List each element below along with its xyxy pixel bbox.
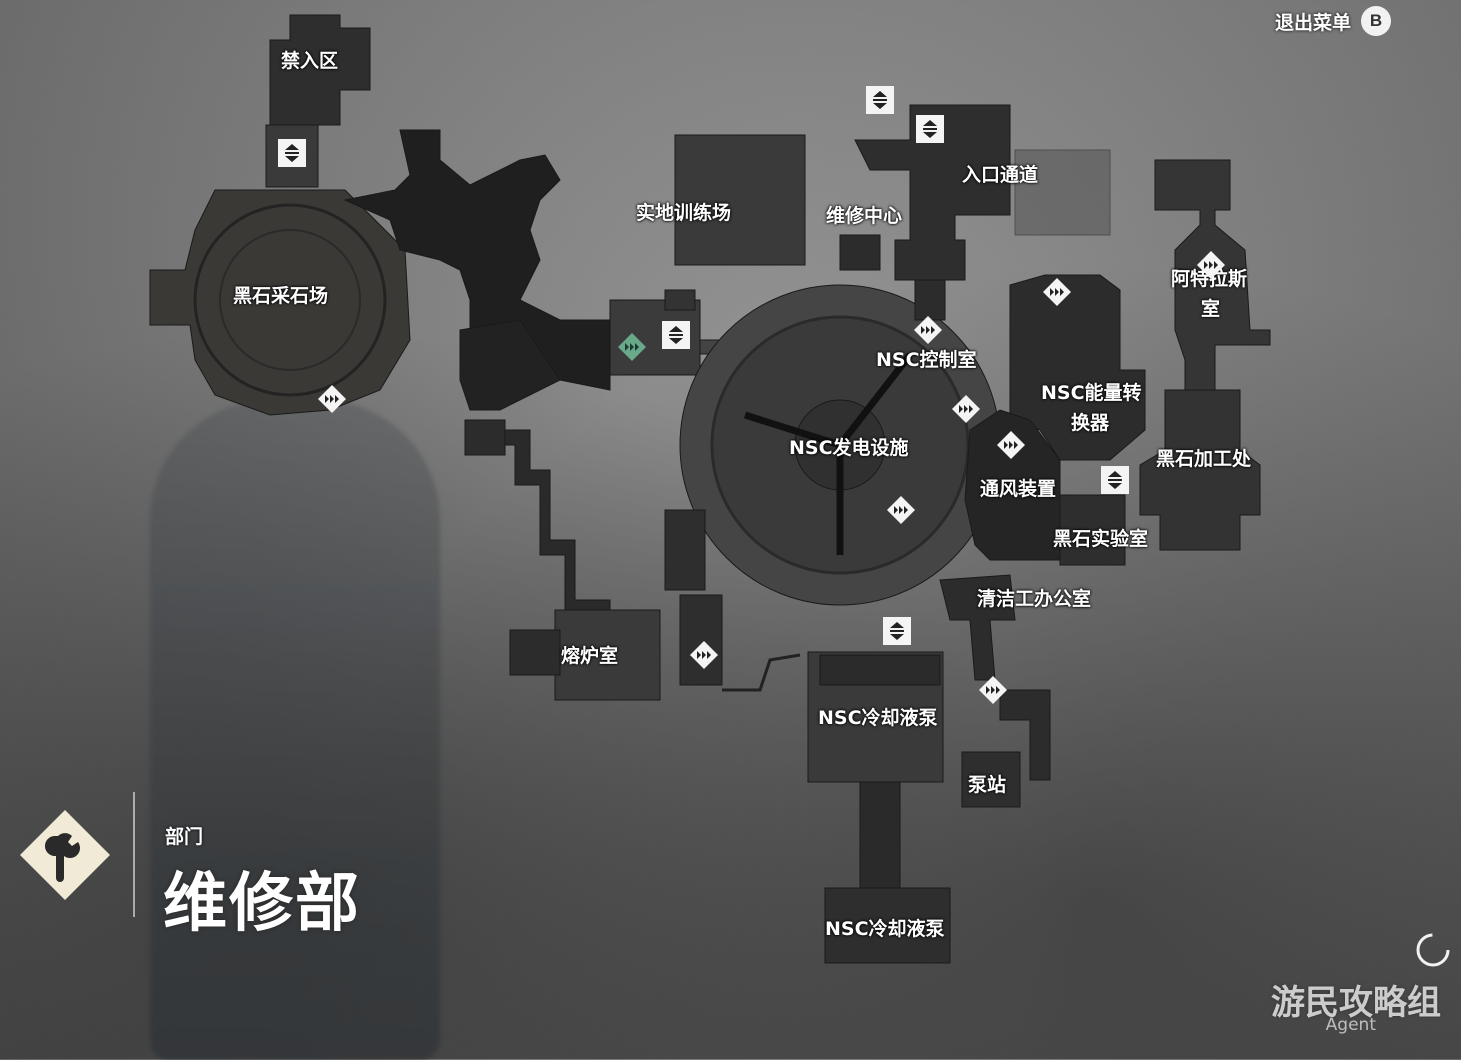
- watermark-logo: 游民攻略组: [1271, 983, 1441, 1023]
- department-divider: [133, 792, 135, 917]
- corridor-furnace: [464, 419, 506, 456]
- label-field-training: 实地训练场: [636, 202, 732, 224]
- exit-menu-button[interactable]: 退出菜单 B: [1275, 6, 1391, 36]
- room-entrance-corridor: [1014, 149, 1111, 236]
- cave-passage: [343, 129, 611, 391]
- label-nsc-power-plant: NSC发电设施: [789, 437, 909, 459]
- door-marker-icon[interactable]: [913, 315, 943, 345]
- room-blackrock-processing: [1139, 389, 1261, 551]
- door-marker-icon[interactable]: [1196, 250, 1226, 280]
- door-marker-icon[interactable]: [996, 430, 1026, 460]
- door-marker-icon[interactable]: [1042, 277, 1072, 307]
- room-blackrock-lab: [1059, 494, 1126, 566]
- label-restricted-area: 禁入区: [281, 50, 339, 72]
- elevator-icon[interactable]: [915, 114, 945, 144]
- label-nsc-coolant-pump-upper: NSC冷却液泵: [818, 707, 938, 729]
- door-marker-icon[interactable]: [317, 384, 347, 414]
- elevator-icon[interactable]: [277, 138, 307, 168]
- door-marker-icon[interactable]: [951, 394, 981, 424]
- loading-spinner-icon: [1413, 930, 1453, 970]
- quarry-ring: [193, 203, 387, 397]
- label-blackrock-quarry: 黑石采石场: [233, 285, 329, 307]
- label-nsc-control: NSC控制室: [876, 349, 977, 371]
- label-blackrock-processing: 黑石加工处: [1156, 448, 1252, 470]
- label-atlas-room-line2: 室: [1201, 298, 1221, 320]
- label-furnace: 熔炉室: [561, 645, 619, 667]
- room-field-training: [674, 134, 806, 266]
- label-atlas-room-line1: 阿特拉斯: [1171, 268, 1248, 290]
- checkpoint-marker-icon[interactable]: [617, 332, 647, 362]
- label-nsc-energy-line1: NSC能量转: [1041, 382, 1142, 404]
- label-blackrock-lab: 黑石实验室: [1053, 528, 1149, 550]
- room-furnace: [554, 609, 661, 701]
- label-pump-station: 泵站: [968, 774, 1007, 796]
- room-pump-station: [961, 751, 1021, 808]
- room-maintenance-center: [854, 104, 1011, 281]
- background-character-silhouette: [150, 400, 440, 1060]
- label-nsc-energy-line2: 换器: [1071, 412, 1110, 434]
- department-caption: 部门: [165, 826, 204, 848]
- room-restricted-area: [269, 14, 371, 126]
- b-button-icon: B: [1361, 6, 1391, 36]
- door-marker-icon[interactable]: [978, 675, 1008, 705]
- elevator-icon[interactable]: [661, 320, 691, 350]
- label-maintenance-center: 维修中心: [826, 205, 903, 227]
- cave-lower: [459, 319, 561, 411]
- label-nsc-coolant-pump-lower: NSC冷却液泵: [825, 918, 945, 940]
- elevator-icon[interactable]: [865, 85, 895, 115]
- watermark-sub: Agent: [1325, 1015, 1376, 1035]
- department-name: 维修部: [163, 867, 361, 941]
- exit-menu-label: 退出菜单: [1274, 11, 1351, 34]
- elevator-icon[interactable]: [1100, 465, 1130, 495]
- label-entrance-corridor: 入口通道: [962, 164, 1039, 186]
- label-ventilation: 通风装置: [980, 478, 1057, 500]
- wrench-icon: [18, 808, 112, 902]
- door-marker-icon[interactable]: [886, 495, 916, 525]
- door-marker-icon[interactable]: [689, 640, 719, 670]
- label-janitor-office: 清洁工办公室: [977, 588, 1092, 610]
- elevator-icon[interactable]: [882, 616, 912, 646]
- room-nsc-coolant-pump-lower: [824, 887, 951, 964]
